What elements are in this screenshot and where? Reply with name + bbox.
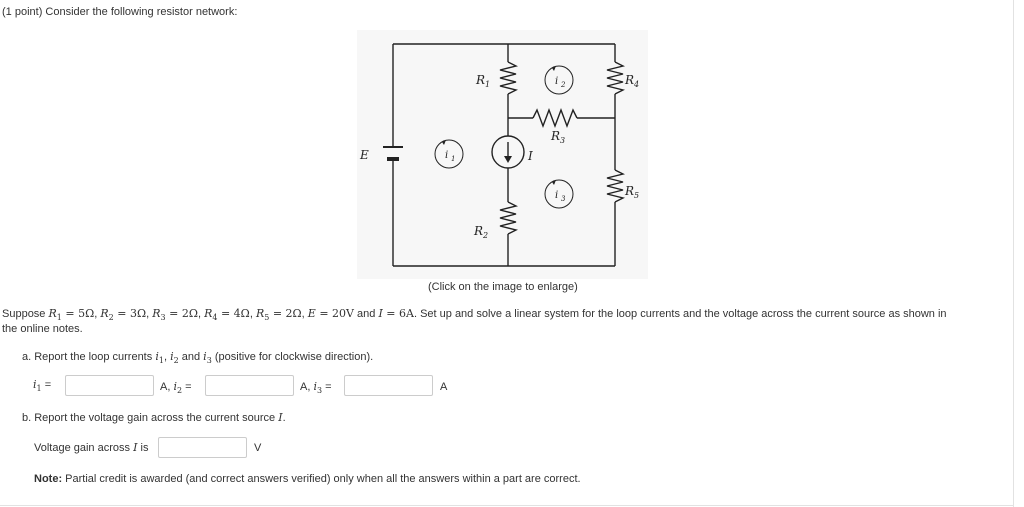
i1-unit: A, i2 = <box>160 380 192 395</box>
given-r3: R3 = 2Ω <box>152 307 198 323</box>
note-bold: Note: <box>34 473 63 485</box>
suppose-text: Suppose <box>2 308 46 320</box>
i2-var: i <box>173 380 177 393</box>
given-i: I = 6A <box>378 307 414 320</box>
circuit-diagram[interactable]: E R 1 R 2 R 3 R 4 R 5 I i 1 i 2 i 3 <box>357 30 648 279</box>
label-r1: R <box>475 73 485 87</box>
i1-unit-text: A, <box>160 381 171 393</box>
label-i-source: I <box>527 149 533 163</box>
enlarge-link[interactable]: (Click on the image to enlarge) <box>428 281 578 293</box>
label-r4: R <box>624 73 634 87</box>
label-r2-sub: 2 <box>482 231 488 240</box>
i3-var-sub: 3 <box>317 386 323 396</box>
label-i1: i <box>445 150 448 161</box>
label-r4-sub: 4 <box>633 80 639 89</box>
note-text: Partial credit is awarded (and correct a… <box>65 473 581 485</box>
given-r2: R2 = 3Ω <box>100 307 147 323</box>
given-e: E = 20V <box>307 307 354 320</box>
points-label: (1 point) <box>2 6 43 18</box>
label-r3: R <box>550 129 560 143</box>
label-i3: i <box>555 190 558 201</box>
part-a-i1-sub: 1 <box>158 356 164 366</box>
i1-var: i <box>33 378 37 391</box>
resistor-r4 <box>606 61 626 95</box>
problem-rest-line1: . Set up and solve a linear system for t… <box>413 308 947 320</box>
enlarge-hint[interactable]: (Click on the image to enlarge) <box>428 281 578 293</box>
loop-i2-arrow-icon <box>552 66 556 71</box>
resistor-r1 <box>499 61 519 95</box>
loop-i1-circle <box>434 139 464 169</box>
i3-eq: = <box>325 381 332 393</box>
label-r3-sub: 3 <box>560 136 565 145</box>
label-i3-sub: 3 <box>561 195 566 203</box>
i2-eq: = <box>185 381 192 393</box>
part-b-prefix: b. Report the voltage gain across the cu… <box>22 412 276 424</box>
i2-answer-input[interactable] <box>205 375 294 396</box>
i3-answer-input[interactable] <box>344 375 433 396</box>
label-r5: R <box>624 184 634 198</box>
loop-i1-arrow-icon <box>442 140 446 145</box>
label-i2-sub: 2 <box>560 81 566 89</box>
given-values: R1 = 5Ω, R2 = 3Ω, R3 = 2Ω, R4 = 4Ω, R5 =… <box>48 307 414 323</box>
battery-short-plate <box>387 157 399 161</box>
loop-i3-arrow-icon <box>552 180 556 185</box>
voltage-gain-label: Voltage gain across I is <box>34 441 148 454</box>
i1-var-sub: 1 <box>36 384 42 394</box>
part-a-i2-sub: 2 <box>173 356 179 366</box>
problem-statement-line2: the online notes. <box>2 323 83 335</box>
i2-unit-text: A, <box>300 381 311 393</box>
voltage-gain-sym: I <box>133 441 138 454</box>
given-r1: R1 = 5Ω <box>48 307 95 323</box>
part-a-i2: i <box>170 350 174 363</box>
battery-long-plate <box>383 146 403 148</box>
part-a-and: and <box>181 351 201 363</box>
voltage-gain-suffix: is <box>140 442 149 454</box>
resistor-r2 <box>499 201 519 235</box>
part-b-sym: I <box>278 411 283 424</box>
label-r1-sub: 1 <box>485 80 490 89</box>
part-b-prompt: b. Report the voltage gain across the cu… <box>22 411 286 424</box>
label-r5-sub: 5 <box>634 191 639 200</box>
note: Note: Partial credit is awarded (and cor… <box>34 473 581 485</box>
current-source-arrow-icon <box>504 142 512 163</box>
part-a-prefix: a. Report the loop currents <box>22 351 153 363</box>
part-a-i1: i <box>155 350 159 363</box>
loop-i3-circle <box>544 179 574 209</box>
given-r4: R4 = 4Ω <box>204 307 250 323</box>
question-prompt: Consider the following resistor network: <box>45 6 238 18</box>
part-a-i3: i <box>203 350 207 363</box>
part-a-suffix: (positive for clockwise direction). <box>214 351 374 363</box>
voltage-gain-unit: V <box>254 442 262 454</box>
part-b-period: . <box>282 412 286 424</box>
i3-unit: A <box>440 381 448 393</box>
question-header: (1 point) Consider the following resisto… <box>2 6 237 18</box>
content-border <box>1013 0 1014 507</box>
resistor-r5 <box>606 169 626 203</box>
i2-unit: A, i3 = <box>300 380 332 395</box>
label-e: E <box>359 148 369 162</box>
part-a-prompt: a. Report the loop currents i1, i2 and i… <box>22 350 374 366</box>
given-r5: R5 = 2Ω <box>255 307 302 323</box>
i1-answer-input[interactable] <box>65 375 154 396</box>
voltage-gain-input[interactable] <box>158 437 247 458</box>
circuit-figure[interactable]: E R 1 R 2 R 3 R 4 R 5 I i 1 i 2 i 3 <box>357 30 648 279</box>
current-source <box>491 135 525 169</box>
part-a-i3-sub: 3 <box>206 356 212 366</box>
content-bottom-border <box>0 505 1014 506</box>
label-i2: i <box>555 76 558 87</box>
loop-i2-circle <box>544 65 574 95</box>
problem-statement-line1: Suppose R1 = 5Ω, R2 = 3Ω, R3 = 2Ω, R4 = … <box>2 307 947 322</box>
i1-label: i1 = <box>33 378 51 393</box>
i2-var-sub: 2 <box>177 386 183 396</box>
voltage-gain-prefix: Voltage gain across <box>34 442 131 454</box>
i1-eq: = <box>44 379 52 391</box>
i3-var: i <box>313 380 317 393</box>
resistor-r3 <box>532 108 578 128</box>
label-r2: R <box>473 224 483 238</box>
label-i1-sub: 1 <box>451 155 455 163</box>
